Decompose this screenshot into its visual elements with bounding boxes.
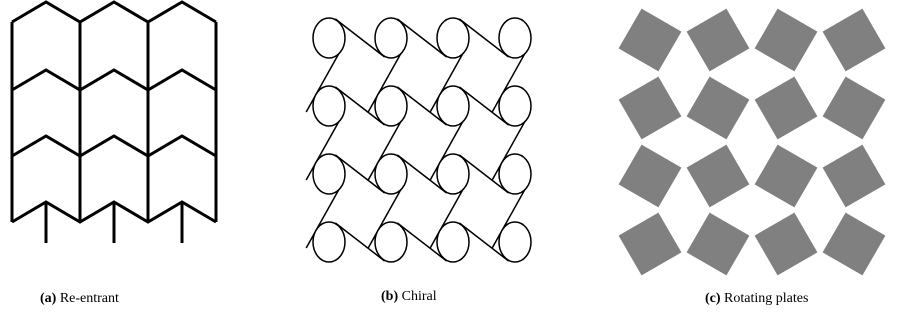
caption-tag: (a) [40,291,57,306]
rotating-plate-4 [618,76,682,140]
caption-rotating-plates: (c) Rotating plates [705,291,808,307]
caption-tag: (b) [381,289,399,304]
chiral-node-10 [436,153,470,195]
rotating-plate-7 [822,76,886,140]
re-entrant-zigzag-1 [11,68,217,92]
chiral-node-0 [312,17,346,59]
chiral-ligament [334,154,386,194]
chiral-ligament [396,86,448,126]
caption-text: Chiral [401,289,437,304]
caption-chiral: (b) Chiral [381,289,437,305]
rotating-plate-8 [618,144,682,208]
chiral-node-14 [436,221,470,263]
chiral-node-11 [498,153,532,195]
chiral-ligament [396,18,448,58]
chiral-ligament [458,154,510,194]
chiral-node-3 [498,17,532,59]
chiral-node-9 [374,153,408,195]
chiral-node-5 [374,85,408,127]
chiral-node-13 [374,221,408,263]
chiral-ligament [334,86,386,126]
rotating-plate-12 [618,212,682,276]
re-entrant-zigzag-0 [11,0,217,24]
chiral-node-2 [436,17,470,59]
rotating-plate-1 [686,8,750,72]
rotating-plate-5 [686,76,750,140]
chiral-ligament [396,222,448,262]
rotating-plates-diagram [618,8,886,276]
chiral-ligament [396,154,448,194]
chiral-node-7 [498,85,532,127]
chiral-ligaments [305,18,531,262]
chiral-node-6 [436,85,470,127]
rotating-plate-15 [822,212,886,276]
panel-re-entrant: (a) Re-entrant [0,0,240,323]
chiral-ligament [334,222,386,262]
chiral-node-12 [312,221,346,263]
rotating-plate-10 [754,144,818,208]
chiral-ligament [458,86,510,126]
chiral-node-15 [498,221,532,263]
rotating-plate-11 [822,144,886,208]
caption-text: Re-entrant [59,291,119,306]
rotating-plate-0 [618,8,682,72]
caption-re-entrant: (a) Re-entrant [40,291,119,307]
chiral-ligament [458,222,510,262]
re-entrant-zigzag-2 [11,134,217,158]
caption-tag: (c) [705,291,721,306]
chiral-node-1 [374,17,408,59]
chiral-node-4 [312,85,346,127]
rotating-plate-14 [754,212,818,276]
panel-chiral: (b) Chiral [300,0,560,323]
chiral-ligament [458,18,510,58]
chiral-ligament [334,18,386,58]
re-entrant-lattice-diagram [10,0,218,243]
rotating-plate-6 [754,76,818,140]
caption-text: Rotating plates [724,291,809,306]
rotating-plate-9 [686,144,750,208]
rotating-plate-3 [822,8,886,72]
rotating-plate-13 [686,212,750,276]
panel-rotating-plates: (c) Rotating plates [615,0,897,323]
chiral-node-8 [312,153,346,195]
chiral-lattice-diagram [305,17,532,263]
rotating-plate-2 [754,8,818,72]
